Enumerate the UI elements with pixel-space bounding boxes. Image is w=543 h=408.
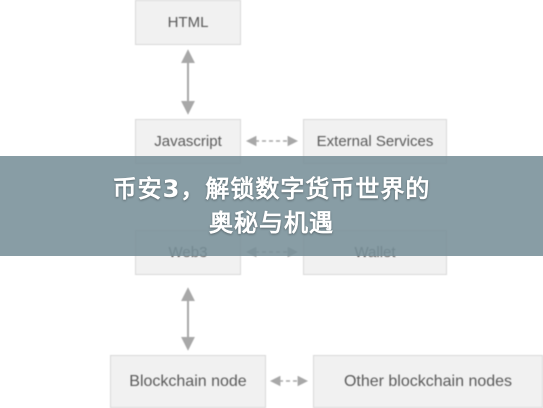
node-html: HTML xyxy=(135,0,241,45)
title-banner: 币安3，解锁数字货币世界的 奥秘与机遇 xyxy=(0,156,543,256)
banner-title-line-2: 奥秘与机遇 xyxy=(209,209,334,237)
banner-title-line-1: 币安3，解锁数字货币世界的 xyxy=(112,175,431,203)
node-blockchain-node: Blockchain node xyxy=(110,355,266,408)
node-other-blockchain-nodes: Other blockchain nodes xyxy=(313,355,543,408)
